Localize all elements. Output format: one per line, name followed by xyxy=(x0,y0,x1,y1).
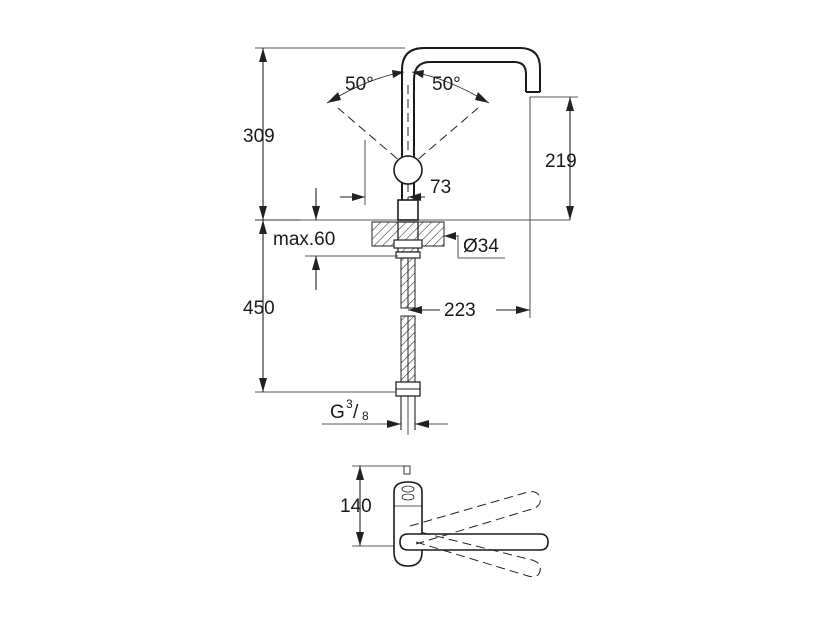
dimension-hole-diameter: Ø34 xyxy=(444,232,505,259)
label-handle-offset: 73 xyxy=(430,177,451,198)
label-thread-den: 8 xyxy=(362,409,369,423)
label-total-height: 309 xyxy=(243,126,275,147)
label-swivel-left: 50° xyxy=(345,74,374,95)
faucet-top-view: 140 xyxy=(340,465,549,578)
dimension-spout-height: 219 xyxy=(530,96,578,220)
dimension-swivel-angles: 50° 50° xyxy=(326,70,490,104)
label-thread-slash: / xyxy=(353,402,359,423)
dimension-hose-length: 450 xyxy=(243,220,395,393)
faucet-side-view xyxy=(337,47,541,221)
supply-hoses xyxy=(395,257,421,435)
label-hose-length: 450 xyxy=(243,298,275,319)
dimension-thread: G 3 / 8 xyxy=(322,397,448,428)
dimension-spout-reach: 223 xyxy=(408,97,531,321)
label-thread-main: G xyxy=(330,402,345,423)
counter-section xyxy=(371,221,445,259)
label-spout-height: 219 xyxy=(545,151,577,172)
label-max-thickness: max.60 xyxy=(273,229,335,250)
label-top-depth: 140 xyxy=(340,496,372,517)
label-thread-num: 3 xyxy=(346,397,353,411)
dimension-total-height: 309 xyxy=(243,47,405,221)
dimension-handle-offset: 73 xyxy=(340,140,451,205)
dimension-max-thickness: max.60 xyxy=(273,188,398,290)
label-hole-diameter: Ø34 xyxy=(463,236,499,257)
label-swivel-right: 50° xyxy=(432,74,461,95)
label-spout-reach: 223 xyxy=(444,300,476,321)
